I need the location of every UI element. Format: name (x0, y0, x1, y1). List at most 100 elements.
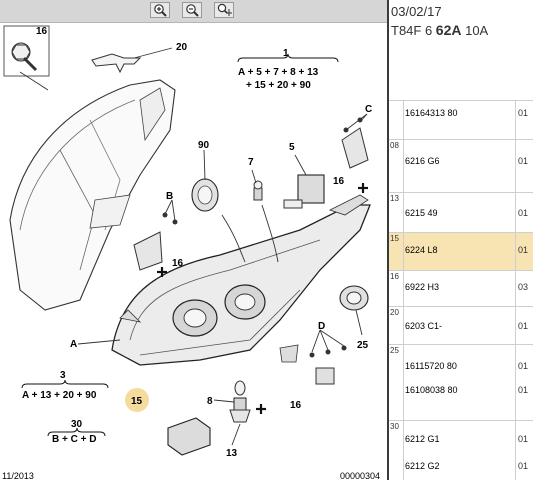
callout-3[interactable]: 3 (60, 370, 66, 381)
bracket-part-c (341, 117, 369, 169)
qty-cell (515, 345, 533, 420)
callout-1[interactable]: 1 (283, 48, 289, 59)
part-row[interactable]: 16164313 80 01 (389, 100, 533, 140)
bracket-part-d (309, 345, 347, 385)
ref-bold: 62A (435, 22, 462, 38)
callout-13[interactable]: 13 (226, 448, 238, 459)
panel-divider (387, 0, 389, 480)
footer-code: 00000304 (340, 471, 380, 480)
qty-cell (515, 100, 533, 139)
footer-date: 11/2013 (2, 471, 34, 480)
row-index-cell: 16 (389, 271, 404, 306)
bracket-part-b (133, 212, 178, 271)
parts-header: 03/02/17 T84F 6 62A 10A (389, 0, 533, 101)
headlamp-drawing: 16 20 1 A + 5 + 7 + 8 + 13 + 15 + 20 + 9… (2, 25, 380, 480)
leader-lines (19, 47, 368, 446)
ref-suffix: 10A (461, 23, 489, 38)
part-number: 6224 L8 (405, 245, 438, 255)
module-part-30 (167, 417, 211, 456)
callout-1-formula-line1: A + 5 + 7 + 8 + 13 (238, 67, 319, 78)
callout-16-right[interactable]: 16 (333, 176, 345, 187)
bulb-part-7 (253, 180, 263, 201)
part-row[interactable]: 16 6922 H3 03 (389, 271, 533, 307)
callout-16-top[interactable]: 16 (36, 26, 48, 37)
zoom-in-icon (154, 4, 167, 17)
callout-c[interactable]: C (365, 104, 372, 115)
row-index: 13 (390, 194, 399, 203)
callout-16-left[interactable]: 16 (172, 258, 184, 269)
diagram-toolbar (0, 0, 388, 23)
callout-15[interactable]: 15 (131, 396, 143, 407)
row-index: 30 (390, 422, 399, 431)
zoom-out-icon (186, 4, 199, 17)
part-row[interactable]: 20 6203 C1- 01 (389, 307, 533, 345)
callout-5[interactable]: 5 (289, 142, 295, 153)
formula-braces (21, 53, 339, 437)
qty-cell (515, 140, 533, 192)
callout-d[interactable]: D (318, 321, 325, 332)
callout-30[interactable]: 30 (71, 419, 83, 430)
callout-25[interactable]: 25 (357, 340, 369, 351)
part-number: 6216 G6 (405, 156, 440, 166)
row-index-cell (389, 100, 404, 139)
part-qty: 01 (518, 321, 529, 331)
part-row[interactable]: 13 6215 49 01 (389, 193, 533, 233)
ref-prefix: T84F 6 (391, 23, 436, 38)
exploded-parts-diagram: 16 20 1 A + 5 + 7 + 8 + 13 + 15 + 20 + 9… (0, 0, 388, 480)
part-row[interactable]: 25 16115720 80 16108038 80 01 01 (389, 345, 533, 421)
part-number: 6212 G1 (405, 434, 440, 444)
part-number-alt: 16108038 80 (405, 385, 458, 395)
row-index: 16 (390, 272, 399, 281)
screw-markers (157, 183, 368, 414)
zoom-out-button[interactable] (182, 2, 202, 18)
screw-part-box (3, 25, 50, 77)
part-row-selected[interactable]: 15 6224 L8 01 (389, 233, 533, 271)
part-qty: 01 (518, 361, 529, 371)
callout-7[interactable]: 7 (248, 157, 254, 168)
part-row[interactable]: 08 6216 G6 01 (389, 140, 533, 193)
qty-cell (515, 193, 533, 232)
zoom-in-button[interactable] (150, 2, 170, 18)
row-index: 25 (390, 346, 399, 355)
part-number-alt: 6212 G2 (405, 461, 440, 471)
callout-15-highlight (125, 388, 149, 412)
row-index-cell: 20 (389, 307, 404, 344)
part-number: 16115720 80 (405, 361, 457, 371)
part-number: 6922 H3 (405, 282, 440, 292)
ballast-part-5 (283, 174, 325, 209)
callout-1-formula-line2: + 15 + 20 + 90 (246, 80, 311, 91)
row-index-cell: 08 (389, 140, 404, 192)
callout-3-formula: A + 13 + 20 + 90 (22, 390, 97, 401)
zoom-pan-icon (217, 3, 232, 16)
part-number: 6203 C1- (405, 321, 443, 331)
headlamp-unit (111, 194, 371, 366)
part-row[interactable]: 30 6212 G1 6212 G2 01 01 (389, 421, 533, 480)
bulb-part-8 (229, 380, 251, 423)
row-index-cell: 30 (389, 421, 404, 480)
row-index-cell: 15 (389, 233, 404, 270)
qty-cell (515, 421, 533, 480)
callout-b[interactable]: B (166, 191, 173, 202)
part-qty: 03 (518, 282, 529, 292)
callout-20[interactable]: 20 (176, 42, 188, 53)
part-qty: 01 (518, 156, 529, 166)
callout-a[interactable]: A (70, 339, 77, 350)
callout-30-formula: B + C + D (52, 434, 96, 445)
zoom-pan-button[interactable] (214, 2, 234, 18)
part-qty: 01 (518, 245, 529, 255)
part-number: 6215 49 (405, 208, 438, 218)
part-qty-alt: 01 (518, 385, 529, 395)
row-index: 20 (390, 308, 399, 317)
row-index: 15 (390, 234, 399, 243)
part-number: 16164313 80 (405, 108, 458, 118)
qty-cell (515, 233, 533, 270)
callout-16-bottom[interactable]: 16 (290, 400, 302, 411)
callout-90[interactable]: 90 (198, 140, 210, 151)
row-index-cell: 25 (389, 345, 404, 420)
qty-cell (515, 271, 533, 306)
callout-8[interactable]: 8 (207, 396, 213, 407)
part-qty: 01 (518, 208, 529, 218)
qty-cell (515, 307, 533, 344)
headlamp-shell (9, 79, 176, 311)
row-index-cell: 13 (389, 193, 404, 232)
